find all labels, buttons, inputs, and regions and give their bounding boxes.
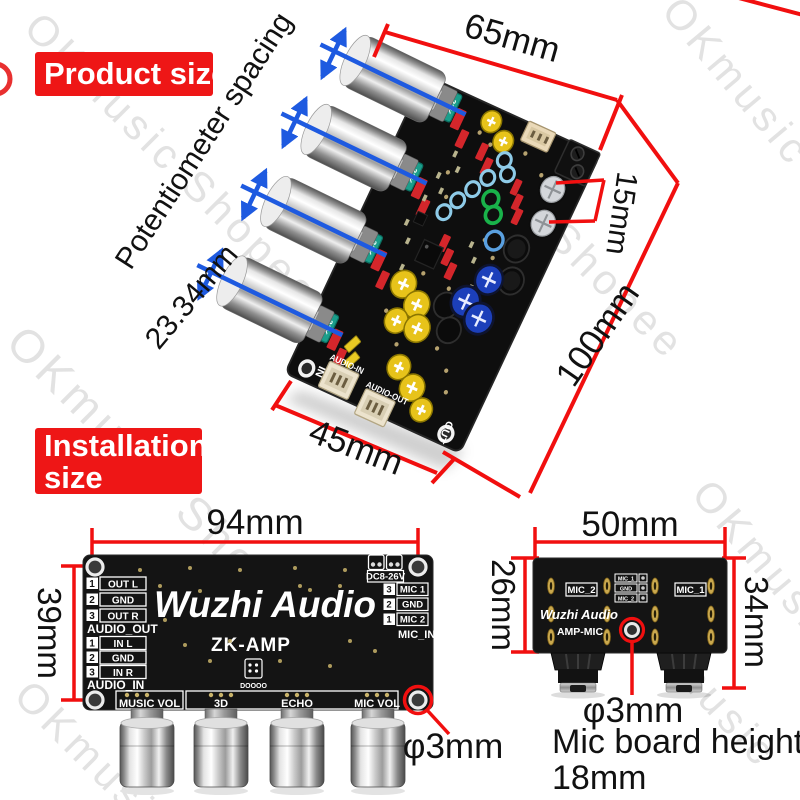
pcb-shadow	[285, 390, 465, 470]
svg-text:1: 1	[89, 639, 95, 650]
mic-model: AMP-MIC	[557, 626, 603, 638]
mic-in-block: 3 MIC 1 2 GND 1 MIC 2 MIC_IN	[383, 582, 435, 641]
black-capacitors	[497, 234, 531, 296]
amp-board-front: 94mm 39mm 1 OUT L 2 GND 3 OUT R AUDIO_OU…	[31, 503, 503, 795]
dim-94mm: 94mm	[206, 503, 303, 542]
mic-note-2: 18mm	[552, 759, 646, 797]
jst-connector-top	[520, 120, 557, 153]
svg-text:AUDIO_IN: AUDIO_IN	[87, 678, 144, 692]
svg-text:IN L: IN L	[114, 639, 133, 650]
yellow-capacitors	[480, 109, 515, 154]
main-chip	[413, 238, 445, 270]
dim-39mm: 39mm	[31, 587, 68, 679]
hole-callout-line	[425, 708, 451, 736]
svg-text:OUT R: OUT R	[107, 612, 139, 623]
svg-text:MIC 2: MIC 2	[400, 615, 425, 626]
svg-text:ECHO: ECHO	[281, 698, 313, 710]
mic-hole-ring	[618, 616, 646, 644]
mic-board-body	[532, 557, 728, 654]
svg-text:1: 1	[386, 615, 392, 626]
svg-text:2: 2	[89, 653, 95, 664]
mic-gold-pads	[547, 577, 715, 646]
hole-callout-ring	[402, 684, 434, 716]
mic-board-view: 50mm 26mm 34mm MIC_2 MIC_1	[485, 505, 800, 797]
svg-text:Product size: Product size	[44, 56, 228, 91]
installation-size-label: Installation size	[35, 428, 208, 495]
audio-out-block: 1 OUT L 2 GND 3 OUT R AUDIO_OUT	[86, 576, 158, 636]
mic2-label: MIC_2	[568, 585, 596, 596]
svg-text:MIC 1: MIC 1	[400, 585, 426, 596]
svg-text:MUSIC VOL: MUSIC VOL	[119, 698, 180, 710]
mic1-box	[674, 582, 707, 597]
amp-model: ZK-AMP	[211, 635, 291, 656]
blue-capacitors	[449, 263, 505, 336]
smd-components	[399, 150, 477, 308]
svg-text:2: 2	[89, 595, 95, 606]
svg-text:Installation: Installation	[44, 428, 208, 463]
mic-dim-lines	[511, 527, 746, 690]
pcb-dimension-lines	[270, 23, 680, 499]
front-knobs	[119, 708, 406, 795]
mic-center-hole	[624, 622, 640, 638]
svg-text:DC8-26V: DC8-26V	[366, 572, 406, 583]
dim-50mm: 50mm	[581, 505, 678, 544]
svg-text:3: 3	[89, 668, 95, 679]
in-silk: IN	[312, 364, 327, 379]
screw-terminal	[554, 139, 601, 187]
svg-text:DOOOO: DOOOO	[240, 683, 267, 690]
svg-text:GND: GND	[112, 654, 134, 665]
mic1-label: MIC_1	[677, 585, 706, 596]
mic-center-stack: MIC_1 GND MIC_2	[614, 573, 648, 603]
svg-text:OUT L: OUT L	[108, 580, 138, 591]
svg-text:GND: GND	[620, 587, 632, 593]
product-size-label: Product size	[35, 52, 228, 96]
svg-text:MIC_2: MIC_2	[618, 597, 634, 603]
green-capacitor	[483, 204, 503, 226]
svg-text:3: 3	[89, 611, 95, 622]
corner-red-line	[738, 0, 800, 17]
svg-text:3D: 3D	[214, 698, 228, 710]
power-block: DC8-26V	[366, 554, 406, 583]
amp-mounting-holes	[85, 557, 428, 710]
small-blue-capacitors	[435, 151, 516, 252]
pot-spacing-annotation	[196, 26, 467, 338]
yellow-capacitors-bottom	[383, 269, 431, 344]
amp-solder-dots	[138, 566, 377, 668]
svg-text:IN R: IN R	[113, 668, 134, 679]
audio-in-block: 1 IN L 2 GND 3 IN R AUDIO_IN	[86, 635, 147, 692]
svg-text:MIC_1: MIC_1	[618, 577, 634, 583]
mic-hole-dia: φ3mm	[583, 691, 683, 730]
svg-text:GND: GND	[112, 596, 134, 607]
mic-jacks	[550, 652, 712, 699]
mic-logo: Wuzhi Audio	[540, 607, 618, 622]
amp-hole-dia: φ3mm	[403, 727, 503, 766]
svg-text:3: 3	[386, 585, 391, 596]
audio-out-connector: AUDIO-OUT	[354, 379, 411, 428]
svg-text:AUDIO_OUT: AUDIO_OUT	[87, 622, 158, 636]
mini-logo: DOOOO	[240, 658, 267, 690]
edge-logo-fragment	[0, 62, 13, 96]
svg-text:size: size	[44, 460, 103, 495]
svg-text:MIC VOL: MIC VOL	[354, 698, 400, 710]
svg-text:GND: GND	[402, 600, 423, 611]
mic-note-1: Mic board height	[552, 723, 800, 761]
svg-text:MIC_IN: MIC_IN	[398, 629, 435, 641]
dim-26mm: 26mm	[485, 559, 522, 651]
dim-34mm: 34mm	[738, 576, 775, 668]
amp-logo: Wuzhi Audio	[154, 584, 376, 625]
svg-text:2: 2	[386, 600, 391, 611]
svg-text:1: 1	[89, 579, 95, 590]
amp-board-body	[82, 554, 434, 711]
green-capacitor	[481, 188, 501, 210]
mic2-box	[565, 582, 598, 597]
